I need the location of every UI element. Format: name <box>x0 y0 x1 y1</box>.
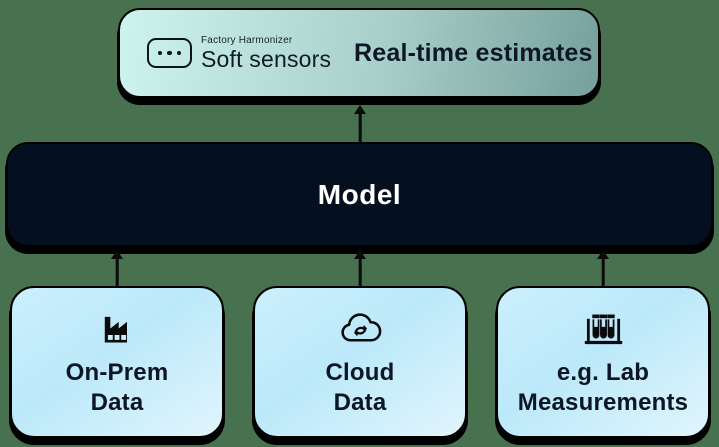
source-label-on-prem: On-Prem Data <box>65 359 169 416</box>
cloud-sync-icon <box>337 306 384 350</box>
arrow-head-icon <box>111 250 123 259</box>
arrow-head-icon <box>597 250 609 259</box>
real-time-estimates-box: Factory Harmonizer Soft sensors Real-tim… <box>118 8 600 98</box>
dot-icon <box>167 50 172 56</box>
arrow-shaft <box>115 257 119 288</box>
arrow-shaft <box>358 112 362 145</box>
dot-icon <box>157 50 163 56</box>
arrow-head-icon <box>354 250 366 259</box>
arrow-head-icon <box>354 105 366 114</box>
arrow-shaft <box>601 257 605 288</box>
logo-text: Factory Harmonizer Soft sensors <box>201 34 332 72</box>
soft-sensors-logo: Factory Harmonizer Soft sensors <box>147 34 332 72</box>
arrow-shaft <box>358 257 362 288</box>
logo-caption: Factory Harmonizer <box>201 34 293 46</box>
factory-icon <box>97 306 137 350</box>
source-label-lab: e.g. Lab Measurements <box>517 359 689 416</box>
model-box: Model <box>6 142 713 247</box>
source-box-lab: e.g. Lab Measurements <box>496 286 710 438</box>
three-dots-chip-icon <box>147 38 192 68</box>
source-box-cloud: Cloud Data <box>253 286 467 438</box>
headline-real-time-estimates: Real-time estimates <box>354 38 593 67</box>
connector-arrow-cloud-to-model <box>353 250 367 288</box>
test-tubes-icon <box>582 306 625 350</box>
connector-arrow-lab-to-model <box>596 250 610 288</box>
connector-arrow-onprem-to-model <box>110 250 124 288</box>
dot-icon <box>176 50 182 56</box>
connector-arrow-model-to-estimates <box>353 105 367 145</box>
source-box-on-prem: On-Prem Data <box>10 286 224 438</box>
source-label-cloud: Cloud Data <box>325 359 395 416</box>
model-label: Model <box>317 178 402 210</box>
logo-title: Soft sensors <box>201 45 332 72</box>
